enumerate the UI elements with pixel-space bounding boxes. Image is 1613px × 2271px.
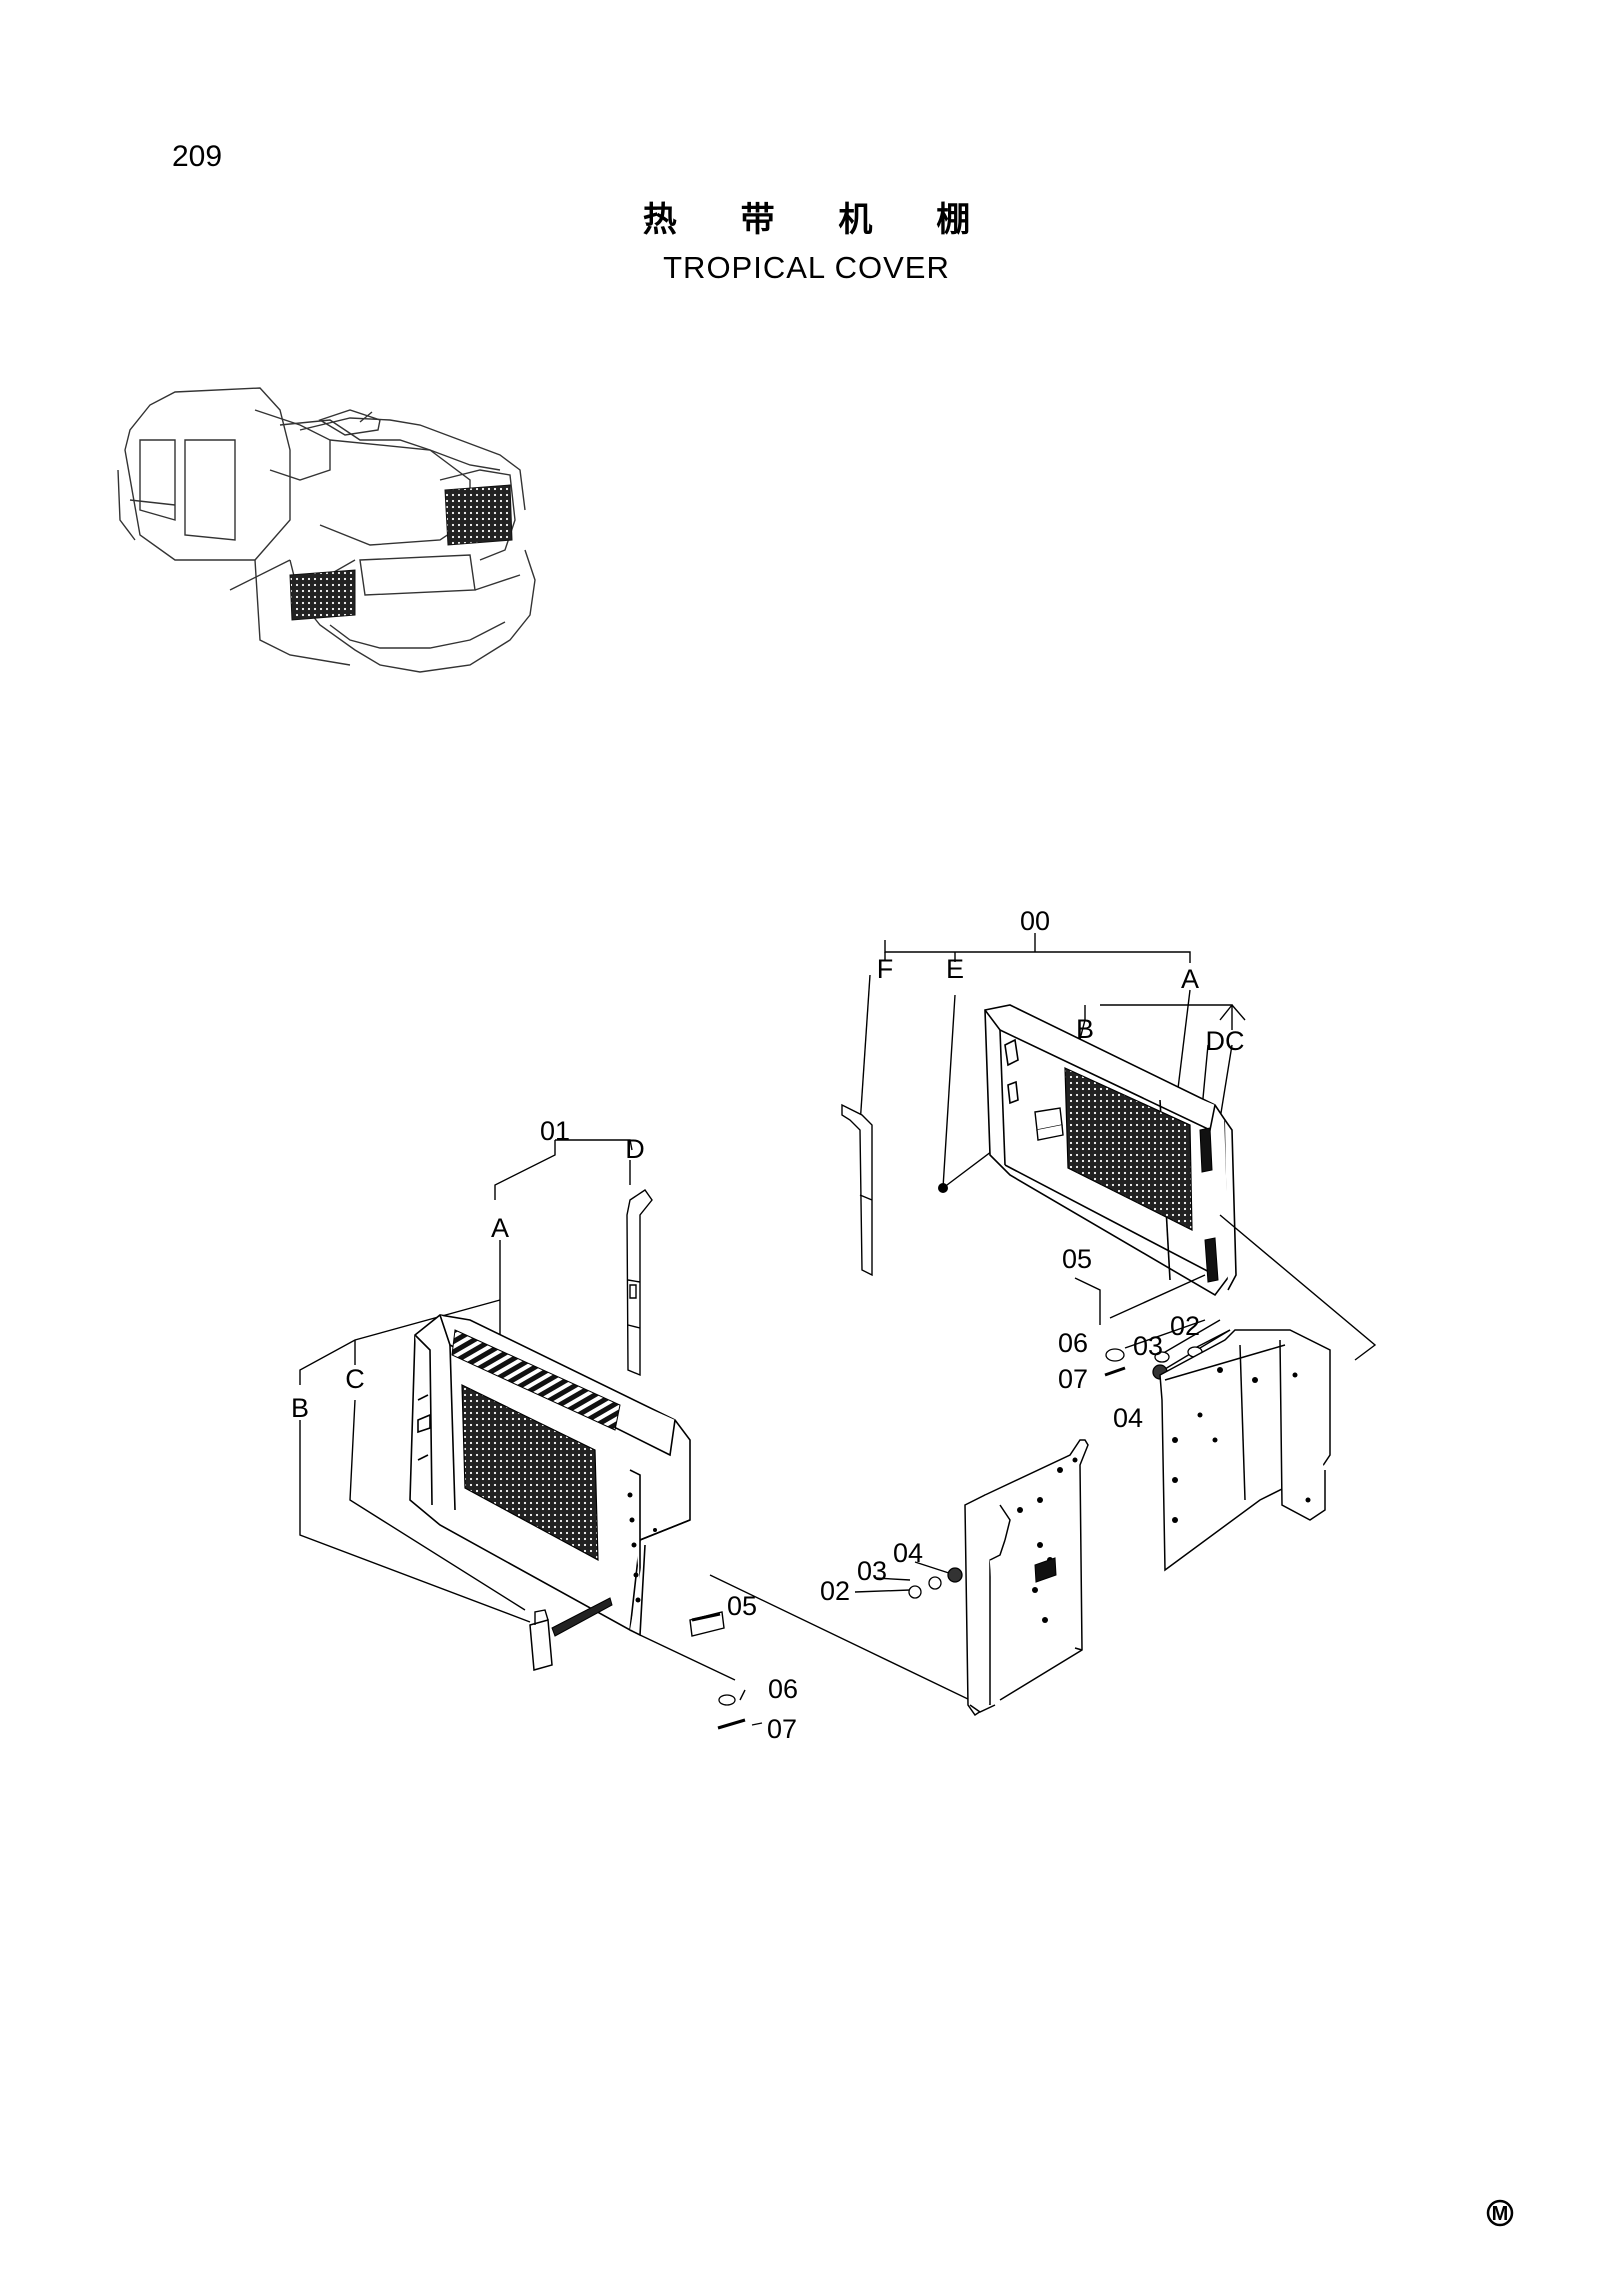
corner-mark: M [1486, 2199, 1514, 2227]
callout-05-left: 05 [727, 1591, 757, 1621]
callout-A-left: A [491, 1213, 509, 1243]
callout-05-right: 05 [1062, 1244, 1092, 1274]
callout-F: F [877, 954, 894, 984]
seal-strip-F [841, 1103, 873, 1277]
right-cover-grille [1064, 1067, 1193, 1231]
callout-D-left: D [625, 1134, 645, 1164]
page-title-english: TROPICAL COVER [663, 250, 950, 285]
callout-DC: DC [1206, 1026, 1245, 1056]
callout-03-left: 03 [857, 1556, 887, 1586]
callout-labels: 00 F E A B DC 05 06 07 03 02 04 01 D A C… [291, 906, 1245, 1744]
callout-A-right: A [1181, 964, 1199, 994]
callout-07-right: 07 [1058, 1364, 1088, 1394]
left-hardware-washers [717, 1567, 963, 1730]
callout-04-right: 04 [1113, 1403, 1143, 1433]
left-support-bracket [964, 1439, 1089, 1717]
fastener-E [938, 1183, 948, 1193]
callout-02-left: 02 [820, 1576, 850, 1606]
callout-06-left: 06 [768, 1674, 798, 1704]
circle-icon [1486, 2199, 1514, 2227]
left-cover-edge-holes [627, 1492, 657, 1603]
seal-strip-D [626, 1189, 653, 1377]
right-support-bracket [1159, 1329, 1331, 1572]
callout-04-left: 04 [893, 1538, 923, 1568]
left-bracket-label-plate [1034, 1557, 1057, 1583]
callout-02-right: 02 [1170, 1311, 1200, 1341]
callout-C-left: C [345, 1364, 365, 1394]
callout-01: 01 [540, 1116, 570, 1146]
right-hardware-washers [1104, 1346, 1203, 1380]
callout-B-left: B [291, 1393, 309, 1423]
right-cover-mount-bracket [1034, 1107, 1064, 1141]
callout-B-right: B [1076, 1014, 1094, 1044]
right-bracket-bolt-holes [1172, 1367, 1311, 1523]
callout-07-left: 07 [767, 1714, 797, 1744]
callout-tree-01 [299, 1139, 633, 1623]
callout-03-right: 03 [1133, 1331, 1163, 1361]
callout-06-right: 06 [1058, 1328, 1088, 1358]
right-cover-side-seals [1199, 1127, 1219, 1283]
left-bracket-part-05-edge [691, 1612, 721, 1622]
callout-00: 00 [1020, 906, 1050, 936]
latch-part-B [529, 1597, 613, 1671]
right-hardware-lines [1074, 1214, 1377, 1376]
left-cover-grille [461, 1384, 599, 1562]
callout-E: E [946, 954, 964, 984]
page-title-chinese: 热 带 机 棚 [642, 200, 997, 240]
left-hardware-lines [639, 1561, 976, 1726]
excavator-grille-front [289, 484, 513, 621]
page-number: 209 [172, 140, 223, 173]
corner-mark-label: M [1492, 2203, 1509, 2225]
left-cover-vent-ribs [451, 1329, 621, 1431]
